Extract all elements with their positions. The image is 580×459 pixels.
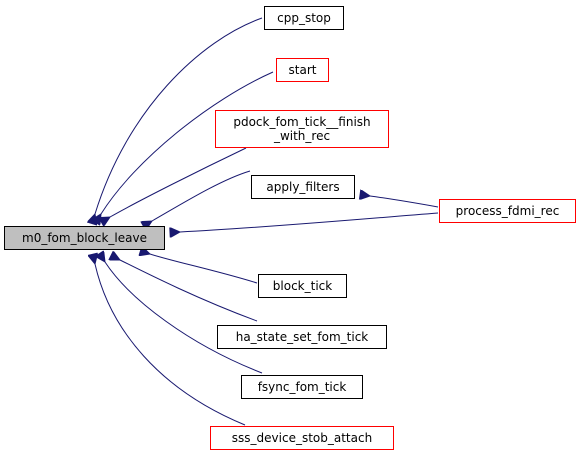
edge-block-tick-to-m0-fom-block-leave xyxy=(150,254,258,284)
node-label: ha_state_set_fom_tick xyxy=(235,330,369,344)
node-start[interactable]: start xyxy=(276,58,329,82)
edge-cpp-stop-to-m0-fom-block-leave xyxy=(95,17,263,214)
node-label: fsync_fom_tick xyxy=(257,380,347,394)
edge-process-fdmi-rec-to-apply-filters xyxy=(370,196,439,208)
edge-process-fdmi-rec-to-m0-fom-block-leave xyxy=(180,212,439,232)
node-cpp-stop[interactable]: cpp_stop xyxy=(264,6,344,30)
node-label: pdock_fom_tick__finish _with_rec xyxy=(233,115,371,143)
node-block-tick[interactable]: block_tick xyxy=(258,274,347,298)
node-process-fdmi-rec[interactable]: process_fdmi_rec xyxy=(439,199,576,223)
edge-pdock-fom-tick-finish-with-rec-to-m0-fom-block-leave xyxy=(110,147,247,217)
node-label: process_fdmi_rec xyxy=(455,204,560,218)
edge-apply-filters-to-m0-fom-block-leave xyxy=(152,170,251,221)
edge-start-to-m0-fom-block-leave xyxy=(101,71,274,214)
node-ha-state-set-fom-tick[interactable]: ha_state_set_fom_tick xyxy=(217,325,387,349)
node-sss-device-stob-attach[interactable]: sss_device_stob_attach xyxy=(210,426,394,450)
node-m0-fom-block-leave: m0_fom_block_leave xyxy=(4,226,165,250)
node-apply-filters[interactable]: apply_filters xyxy=(251,175,355,199)
node-label: cpp_stop xyxy=(277,11,331,25)
edge-fsync-fom-tick-to-m0-fom-block-leave xyxy=(105,262,263,374)
node-pdock-fom-tick-finish-with-rec[interactable]: pdock_fom_tick__finish _with_rec xyxy=(215,110,389,148)
node-label: start xyxy=(288,63,317,77)
node-label: m0_fom_block_leave xyxy=(22,231,147,245)
edge-ha-state-set-fom-tick-to-m0-fom-block-leave xyxy=(120,260,258,322)
node-label: block_tick xyxy=(272,279,333,293)
node-fsync-fom-tick[interactable]: fsync_fom_tick xyxy=(241,375,363,399)
node-label: apply_filters xyxy=(266,180,340,194)
node-label: sss_device_stob_attach xyxy=(231,431,373,445)
edge-sss-device-stob-attach-to-m0-fom-block-leave xyxy=(95,264,246,426)
